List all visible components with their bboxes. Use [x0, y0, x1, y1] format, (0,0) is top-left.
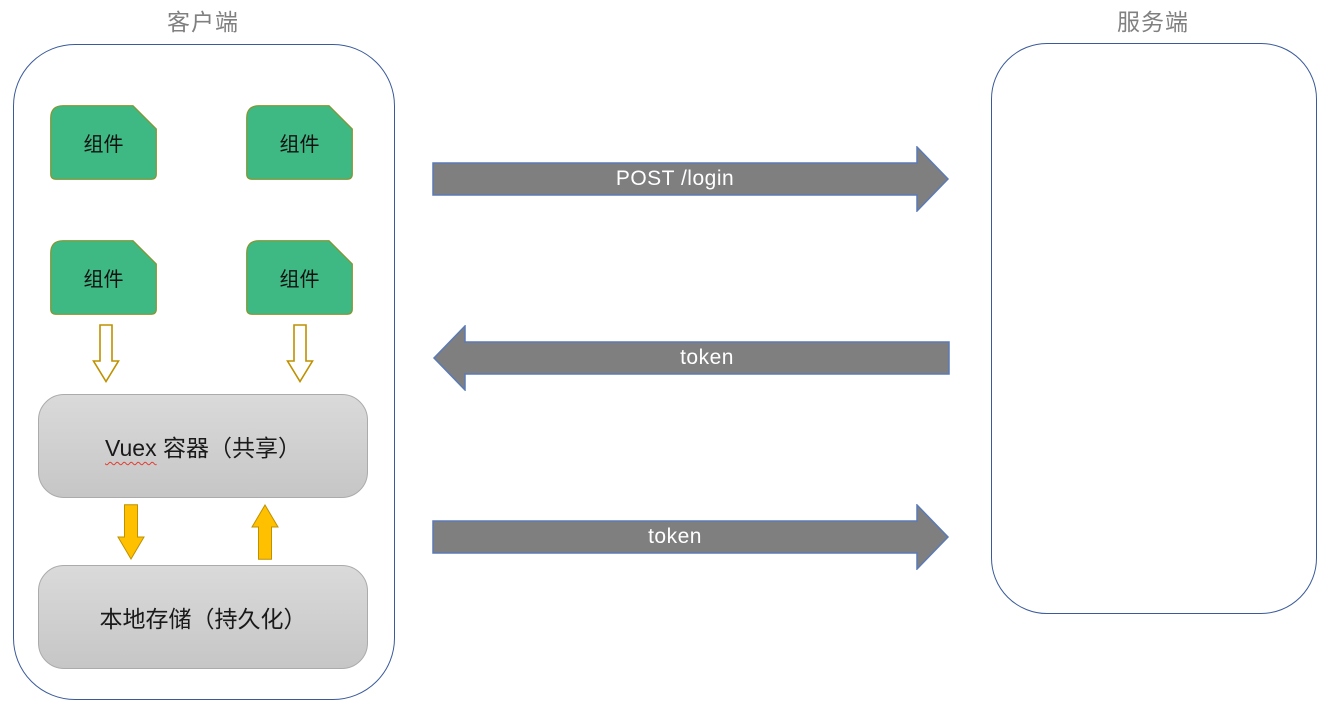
component-label: 组件 [279, 134, 320, 156]
component-shape: 组件 [246, 240, 353, 315]
snip-corner-rect-icon [50, 105, 157, 180]
block-arrow-right-icon [432, 504, 950, 570]
message-arrow-token-request: token [432, 504, 950, 570]
block-arrow-left-icon [432, 325, 950, 391]
component-label: 组件 [83, 134, 124, 156]
message-arrow-post-login: POST /login [432, 146, 950, 212]
vuex-keyword: Vuex [105, 435, 157, 461]
component-label: 组件 [83, 269, 124, 291]
snip-corner-rect-icon [50, 240, 157, 315]
block-arrow-right-icon [432, 146, 950, 212]
server-title: 服务端 [1117, 9, 1189, 35]
solid-up-arrow-icon [251, 504, 279, 560]
vuex-label-rest: 容器（共享） [156, 435, 301, 461]
message-label: token [680, 346, 734, 369]
client-container [13, 44, 395, 700]
server-container [991, 43, 1317, 614]
vuex-store-box: Vuex 容器（共享） [38, 394, 368, 498]
snip-corner-rect-icon [246, 240, 353, 315]
message-label: token [648, 525, 702, 548]
hollow-down-arrow-icon [92, 324, 120, 383]
solid-down-arrow-icon [117, 504, 145, 560]
component-shape: 组件 [50, 105, 157, 180]
component-shape: 组件 [50, 240, 157, 315]
message-arrow-token-response: token [432, 325, 950, 391]
component-shape: 组件 [246, 105, 353, 180]
message-label: POST /login [615, 167, 735, 190]
snip-corner-rect-icon [246, 105, 353, 180]
hollow-down-arrow-icon [286, 324, 314, 383]
vuex-store-label: Vuex 容器（共享） [105, 429, 301, 463]
client-title: 客户端 [167, 9, 239, 35]
local-storage-label: 本地存储（持久化） [99, 606, 307, 632]
local-storage-box: 本地存储（持久化） [38, 565, 368, 669]
component-label: 组件 [279, 269, 320, 291]
